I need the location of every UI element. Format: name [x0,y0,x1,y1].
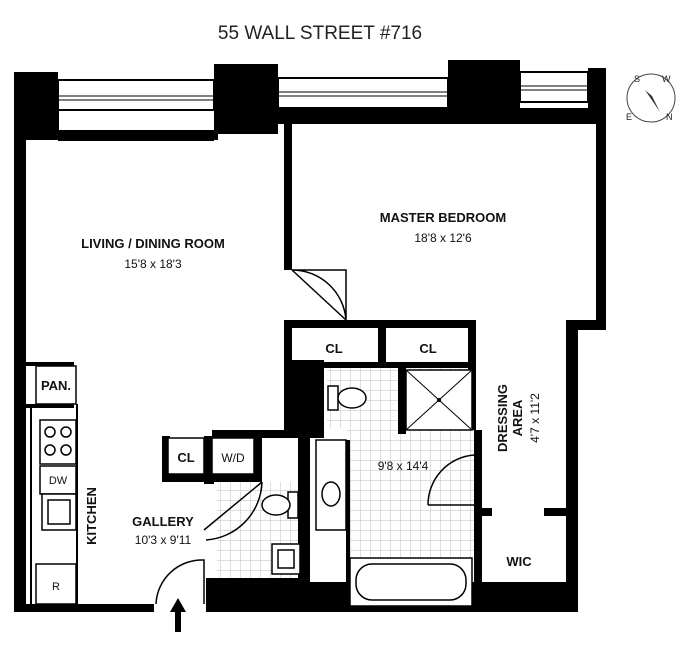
dishwasher-label: DW [49,475,68,487]
master-bedroom-label: MASTER BEDROOM [380,210,506,225]
compass-label-s: S [634,74,640,84]
bath-floor-lower [347,428,474,558]
exterior-walls [14,60,606,612]
pantry-label: PAN. [41,378,71,393]
wic-label: WIC [506,554,532,569]
closet-right-label: CL [419,341,436,356]
gallery-closet-label: CL [177,450,194,465]
dressing-label-1: DRESSING [495,384,510,452]
plan-title: 55 WALL STREET #716 [218,23,422,44]
compass-label-n: N [666,112,673,122]
windows [57,71,589,141]
kitchen-appliances [35,365,255,605]
shower [405,369,473,431]
room-labels: LIVING / DINING ROOM 15'8 x 18'3 MASTER … [41,210,542,593]
living-room-dimension: 15'8 x 18'3 [124,257,182,271]
compass-label-e: E [626,112,632,122]
interior-walls [26,108,596,604]
washer-dryer-label: W/D [221,451,245,465]
dressing-label-2: AREA [510,399,525,436]
compass-label-w: W [662,74,671,84]
closet-left-label: CL [325,341,342,356]
gallery-label: GALLERY [132,514,194,529]
fixtures [261,385,473,607]
entry-arrow [170,598,186,632]
doors [155,269,475,605]
compass-icon: S W E N [626,73,676,123]
gallery-dimension: 10'3 x 9'11 [135,533,192,547]
master-bedroom-dimension: 18'8 x 12'6 [414,231,472,245]
bath-dimension: 9'8 x 14'4 [378,459,429,473]
refrigerator-label: R [52,581,60,593]
kitchen-label: KITCHEN [84,487,99,545]
dressing-dimension: 4'7 x 11'2 [528,393,542,443]
living-room-label: LIVING / DINING ROOM [81,236,225,251]
